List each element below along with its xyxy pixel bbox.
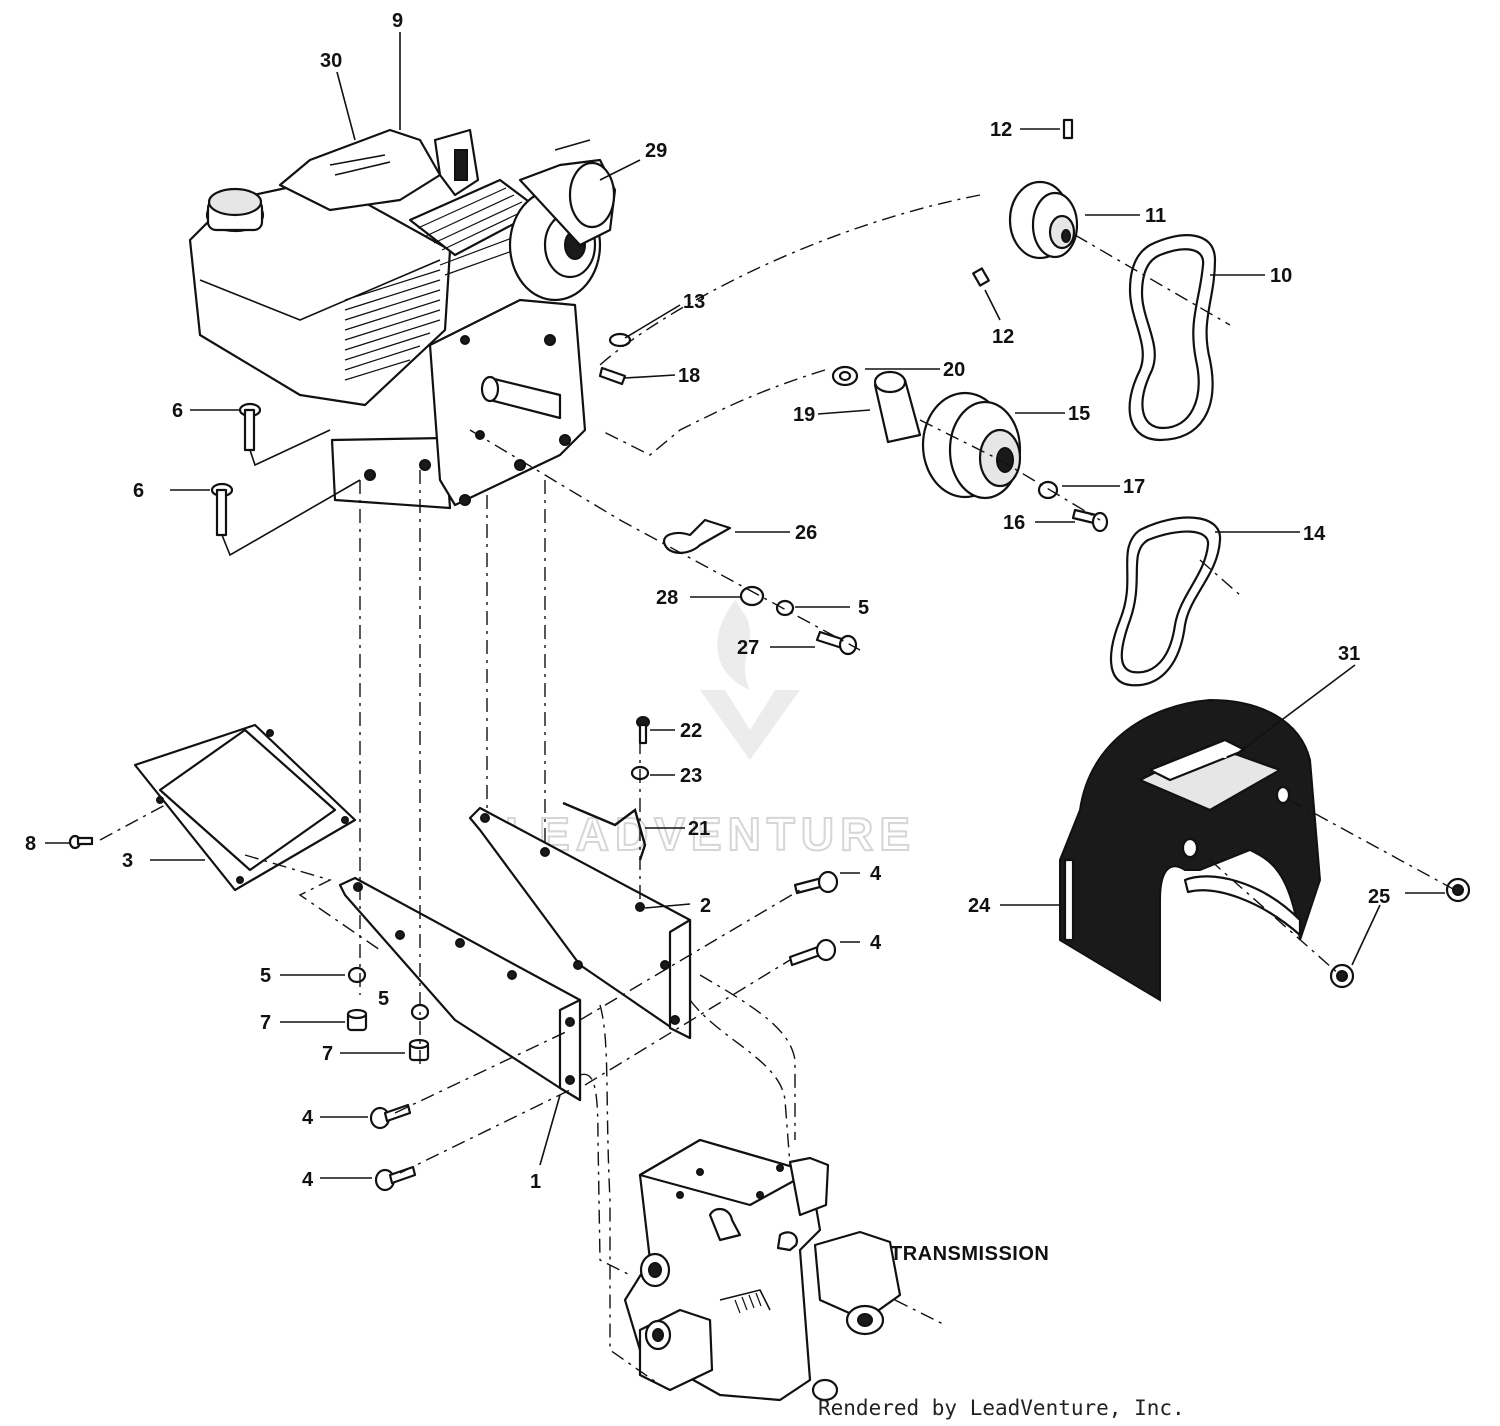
callout-6-b: 6 — [133, 480, 144, 502]
bolt-27 — [815, 630, 858, 656]
callout-3: 3 — [122, 850, 133, 872]
callout-4-c: 4 — [302, 1107, 314, 1129]
washer-17 — [1037, 480, 1059, 500]
callout-4-b: 4 — [870, 932, 882, 954]
callout-23: 23 — [680, 765, 702, 787]
callout-30: 30 — [320, 50, 342, 72]
pin-22 — [636, 716, 650, 745]
transmission-assembly — [623, 1138, 902, 1402]
bracket-1 — [338, 876, 582, 1102]
plate-3 — [133, 723, 357, 892]
callout-21: 21 — [688, 818, 710, 840]
screw-8 — [68, 834, 94, 850]
nut-25-upper — [1445, 877, 1471, 903]
lock-washer-5-left — [347, 966, 367, 984]
callout-7-a: 7 — [260, 1012, 271, 1034]
washer-28 — [739, 585, 765, 607]
nut-25-lower — [1329, 963, 1355, 989]
bolt-4-a — [793, 870, 839, 895]
callout-14: 14 — [1303, 523, 1326, 545]
bracket-2 — [468, 806, 692, 1040]
callout-19: 19 — [793, 404, 815, 426]
belt-14 — [1110, 516, 1222, 687]
callout-8: 8 — [25, 833, 36, 855]
callout-labels: 1 2 3 4 4 4 4 5 5 5 6 6 7 7 8 9 10 11 12… — [25, 10, 1390, 1193]
callout-5-b: 5 — [260, 965, 271, 987]
callout-11: 11 — [1145, 205, 1166, 227]
callout-6-a: 6 — [172, 400, 183, 422]
callout-4-a: 4 — [870, 863, 882, 885]
watermark-text: LEADVENTURE — [505, 808, 916, 860]
oil-cap — [205, 187, 265, 233]
pulley-11 — [1008, 180, 1079, 260]
spacer-19 — [873, 370, 922, 444]
belt-10 — [1128, 234, 1217, 442]
callout-26: 26 — [795, 522, 817, 544]
callout-5-a: 5 — [858, 597, 869, 619]
bolt-4-b — [788, 938, 837, 967]
pulley-15 — [921, 391, 1022, 500]
key-13 — [608, 332, 632, 348]
callout-20: 20 — [943, 359, 965, 381]
tank-fins — [344, 269, 441, 381]
callout-10: 10 — [1270, 265, 1292, 287]
set-screw-12-bottom — [972, 267, 990, 287]
callout-2: 2 — [700, 895, 711, 917]
callout-18: 18 — [678, 365, 700, 387]
bolt-4-d — [374, 1165, 417, 1192]
callout-22: 22 — [680, 720, 702, 742]
nut-7-lower — [408, 1038, 430, 1062]
callout-31: 31 — [1338, 643, 1360, 665]
callout-12-a: 12 — [990, 119, 1012, 141]
callout-13: 13 — [683, 291, 705, 313]
callout-24: 24 — [968, 895, 991, 917]
bolt-6-upper — [238, 402, 262, 452]
callout-28: 28 — [656, 587, 678, 609]
control-rod-21 — [562, 801, 647, 861]
callout-29: 29 — [645, 140, 667, 162]
callout-4-d: 4 — [302, 1169, 314, 1191]
callout-7-b: 7 — [322, 1043, 333, 1065]
callout-16: 16 — [1003, 512, 1025, 534]
bracket-26 — [662, 518, 732, 554]
callout-9: 9 — [392, 10, 403, 32]
center-lines — [99, 194, 1456, 1386]
callout-25: 25 — [1368, 886, 1390, 908]
callout-27: 27 — [737, 637, 759, 659]
set-screw-12-top — [1062, 118, 1074, 140]
engine — [188, 128, 602, 510]
washer-20-hole — [838, 370, 852, 382]
transmission-label: TRANSMISSION — [890, 1243, 1049, 1265]
cylinder-fins — [408, 178, 542, 276]
bolt-6-lower — [210, 482, 234, 537]
callout-5-c: 5 — [378, 988, 389, 1010]
belt-guard-24 — [1059, 698, 1322, 1002]
callout-12-b: 12 — [992, 326, 1014, 348]
callout-1: 1 — [530, 1171, 541, 1193]
footer-credit: Rendered by LeadVenture, Inc. — [818, 1396, 1185, 1420]
leader-lines — [45, 32, 1445, 1179]
bolt-16 — [1071, 508, 1109, 533]
watermark: LEADVENTURE — [504, 600, 916, 861]
lock-washer-5-right — [775, 599, 795, 617]
key-18 — [598, 366, 627, 386]
callout-15: 15 — [1068, 403, 1090, 425]
nut-7-upper — [346, 1008, 368, 1032]
callout-17: 17 — [1123, 476, 1145, 498]
